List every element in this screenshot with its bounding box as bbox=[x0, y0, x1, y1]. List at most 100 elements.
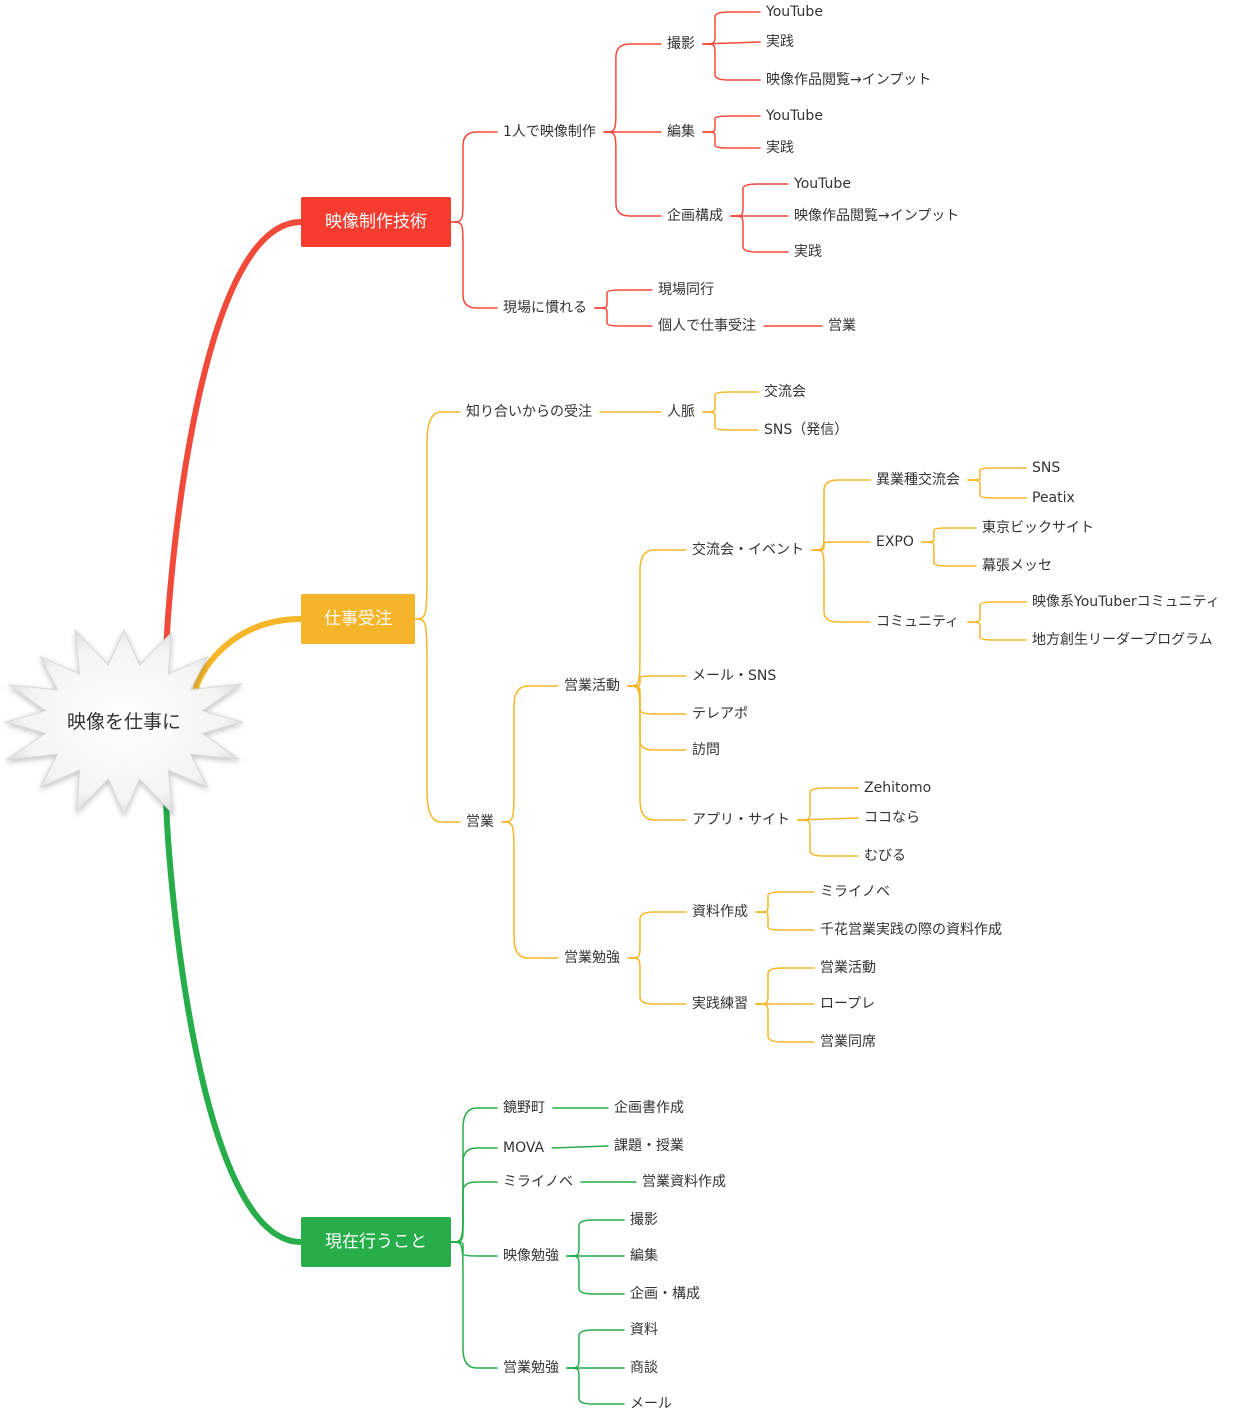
branch-node[interactable]: 現在行うこと bbox=[301, 1217, 451, 1267]
connector-line bbox=[921, 527, 977, 543]
topic-node[interactable]: MOVA bbox=[503, 1140, 545, 1156]
connector-line bbox=[414, 411, 461, 620]
connector-line bbox=[163, 787, 304, 1245]
topic-node[interactable]: テレアポ bbox=[692, 706, 748, 722]
topic-node[interactable]: ミライノベ bbox=[503, 1174, 573, 1190]
connector-line bbox=[193, 616, 304, 693]
topic-node[interactable]: コミュニティ bbox=[876, 614, 960, 630]
connector-line bbox=[797, 787, 859, 821]
topic-node[interactable]: 鏡野町 bbox=[503, 1100, 545, 1116]
topic-node[interactable]: 営業勉強 bbox=[503, 1360, 559, 1376]
topic-node[interactable]: 営業資料作成 bbox=[642, 1174, 726, 1190]
topic-node[interactable]: 人脈 bbox=[667, 404, 695, 420]
topic-node[interactable]: YouTube bbox=[766, 108, 823, 124]
connector-line bbox=[594, 307, 653, 327]
connector-line bbox=[450, 221, 498, 309]
topic-node[interactable]: Peatix bbox=[1032, 490, 1075, 506]
topic-node[interactable]: 現場に慣れる bbox=[503, 300, 587, 316]
connector-line bbox=[566, 1219, 625, 1257]
topic-node[interactable]: 営業 bbox=[466, 814, 494, 830]
topic-node[interactable]: 撮影 bbox=[630, 1212, 658, 1228]
topic-node[interactable]: 映像作品閲覧→インプット bbox=[766, 72, 932, 88]
connector-line bbox=[921, 541, 977, 567]
topic-node[interactable]: 課題・授業 bbox=[614, 1138, 684, 1154]
topic-node[interactable]: 営業勉強 bbox=[564, 950, 620, 966]
topic-node[interactable]: 知り合いからの受注 bbox=[466, 404, 592, 420]
topic-node[interactable]: 実践 bbox=[766, 140, 794, 156]
topic-node[interactable]: 現場同行 bbox=[658, 282, 714, 298]
topic-node[interactable]: 個人で仕事受注 bbox=[658, 318, 756, 334]
connector-line bbox=[450, 1147, 498, 1243]
topic-node[interactable]: 企画・構成 bbox=[630, 1286, 700, 1302]
topic-node[interactable]: SNS bbox=[1032, 460, 1061, 476]
topic-node[interactable]: 営業活動 bbox=[564, 678, 620, 694]
connector-line bbox=[702, 391, 759, 413]
topic-node[interactable]: 映像勉強 bbox=[503, 1248, 559, 1264]
topic-node[interactable]: 撮影 bbox=[667, 36, 695, 52]
topic-node[interactable]: 1人で映像制作 bbox=[503, 124, 596, 140]
topic-node[interactable]: むびる bbox=[864, 848, 906, 864]
branch-node[interactable]: 仕事受注 bbox=[301, 594, 415, 644]
topic-node[interactable]: 実践練習 bbox=[692, 996, 748, 1012]
topic-node[interactable]: 企画構成 bbox=[667, 208, 723, 224]
connector-line bbox=[627, 911, 687, 959]
connector-line bbox=[551, 1145, 609, 1149]
topic-node[interactable]: SNS（発信） bbox=[764, 422, 849, 438]
topic-node[interactable]: Zehitomo bbox=[864, 780, 932, 796]
connector-line bbox=[450, 131, 498, 223]
connector-line bbox=[702, 115, 761, 133]
topic-node[interactable]: 東京ビックサイト bbox=[982, 520, 1094, 536]
root-node[interactable]: 映像を仕事に bbox=[66, 711, 181, 733]
topic-node[interactable]: 編集 bbox=[630, 1248, 658, 1264]
topic-node[interactable]: YouTube bbox=[766, 4, 823, 20]
connector-line bbox=[501, 685, 559, 823]
connector-line bbox=[627, 549, 687, 687]
connector-line bbox=[627, 685, 687, 821]
topic-node[interactable]: ココなら bbox=[864, 810, 920, 826]
topic-node[interactable]: 資料 bbox=[630, 1322, 658, 1338]
topic-node[interactable]: ミライノベ bbox=[820, 884, 890, 900]
topic-node[interactable]: 実践 bbox=[794, 244, 822, 260]
connector-line bbox=[450, 1241, 498, 1369]
root-burst-shape bbox=[4, 628, 244, 816]
topic-node[interactable]: 映像系YouTuberコミュニティ bbox=[1032, 594, 1220, 610]
connector-line bbox=[811, 541, 871, 551]
branch-node[interactable]: 映像制作技術 bbox=[301, 197, 451, 247]
connector-line bbox=[603, 131, 662, 217]
topic-node[interactable]: 映像作品閲覧→インプット bbox=[794, 208, 960, 224]
topic-node[interactable]: 地方創生リーダープログラム bbox=[1032, 632, 1213, 648]
topic-node[interactable]: 実践 bbox=[766, 34, 794, 50]
connector-line bbox=[163, 219, 304, 668]
connector-line bbox=[627, 685, 687, 751]
topic-node[interactable]: アプリ・サイト bbox=[692, 812, 790, 828]
connector-line bbox=[811, 479, 871, 551]
topic-node[interactable]: 交流会・イベント bbox=[692, 542, 804, 558]
topic-node[interactable]: 幕張メッセ bbox=[982, 558, 1052, 574]
topic-node[interactable]: 訪問 bbox=[692, 742, 720, 758]
topic-node[interactable]: 営業 bbox=[828, 318, 856, 334]
topic-node[interactable]: EXPO bbox=[876, 534, 914, 550]
topic-node[interactable]: 編集 bbox=[667, 124, 695, 140]
topic-node[interactable]: メール bbox=[630, 1396, 672, 1412]
topic-node[interactable]: YouTube bbox=[794, 176, 851, 192]
connector-line bbox=[450, 1107, 498, 1243]
connector-line bbox=[811, 549, 871, 623]
topic-node[interactable]: 企画書作成 bbox=[614, 1100, 684, 1116]
connector-line bbox=[566, 1329, 625, 1369]
connector-line bbox=[566, 1367, 625, 1405]
connector-line bbox=[730, 183, 789, 217]
topic-node[interactable]: 異業種交流会 bbox=[876, 472, 960, 488]
topic-node[interactable]: 千花営業実践の際の資料作成 bbox=[820, 922, 1002, 938]
connector-line bbox=[603, 43, 662, 133]
topic-node[interactable]: 資料作成 bbox=[692, 904, 748, 920]
topic-node[interactable]: メール・SNS bbox=[692, 668, 777, 684]
topic-node[interactable]: 営業活動 bbox=[820, 960, 876, 976]
topic-node[interactable]: ロープレ bbox=[820, 996, 876, 1012]
connector-line bbox=[702, 11, 761, 45]
topic-node[interactable]: 商談 bbox=[630, 1360, 658, 1376]
topic-node[interactable]: 営業同席 bbox=[820, 1034, 876, 1050]
connector-line bbox=[755, 911, 815, 931]
connector-line bbox=[702, 131, 761, 149]
topic-node[interactable]: 交流会 bbox=[764, 384, 806, 400]
